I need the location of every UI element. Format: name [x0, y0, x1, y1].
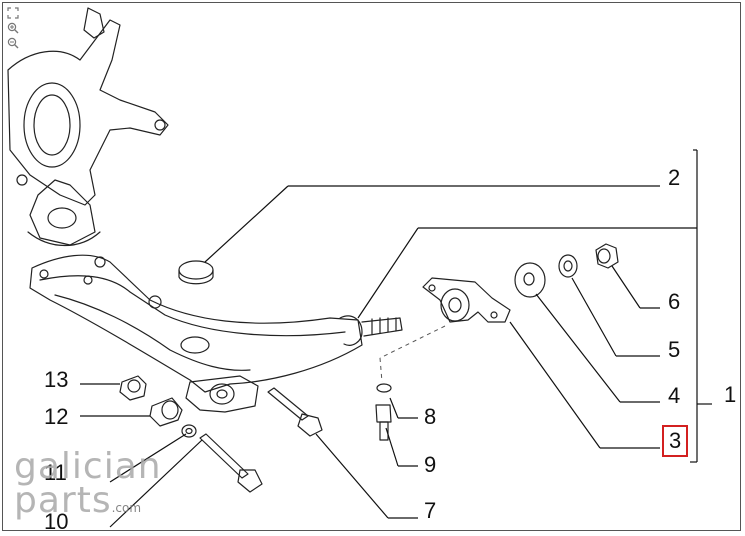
- nut-part: [595, 243, 619, 269]
- callout-10[interactable]: 10: [44, 509, 69, 534]
- watermark-line-2: parts: [14, 480, 112, 521]
- washer-part: [514, 262, 546, 298]
- callout-9[interactable]: 9: [424, 452, 437, 477]
- callout-3-highlighted[interactable]: 3: [661, 425, 689, 457]
- small-bolt-part: [375, 404, 392, 441]
- callout-1[interactable]: 1: [724, 382, 737, 407]
- assembly-guide-line: [379, 325, 446, 383]
- callout-11[interactable]: 11: [44, 460, 67, 485]
- callout-6[interactable]: 6: [668, 289, 681, 314]
- leader-lines: [80, 149, 712, 528]
- zoom-toolbar: [7, 6, 21, 49]
- callout-2[interactable]: 2: [668, 165, 681, 190]
- zoom-out-icon[interactable]: [7, 36, 19, 49]
- bushing-part: [422, 277, 511, 323]
- long-bolt-part: [267, 387, 323, 437]
- bolt-10-part: [199, 433, 263, 493]
- fullscreen-icon[interactable]: [7, 6, 19, 19]
- washer-11-part: [181, 424, 197, 438]
- watermark-logo: galician parts.com: [14, 446, 162, 525]
- lower-control-arm: [29, 254, 403, 413]
- callout-12[interactable]: 12: [44, 404, 69, 429]
- callout-13[interactable]: 13: [44, 367, 69, 392]
- callout-5[interactable]: 5: [668, 337, 681, 362]
- lock-washer-part: [558, 254, 578, 278]
- spacer-part: [149, 397, 183, 427]
- small-washer-part: [376, 383, 392, 393]
- cap-part: [178, 260, 214, 285]
- rubber-bush-part: [119, 375, 147, 401]
- zoom-in-icon[interactable]: [7, 21, 19, 34]
- steering-knuckle: [7, 7, 169, 247]
- diagram-frame: [2, 2, 741, 531]
- watermark-line-1: galician: [14, 446, 162, 487]
- callout-4[interactable]: 4: [668, 383, 681, 408]
- watermark-domain: .com: [111, 501, 142, 515]
- callout-7[interactable]: 7: [424, 498, 437, 523]
- callout-8[interactable]: 8: [424, 404, 437, 429]
